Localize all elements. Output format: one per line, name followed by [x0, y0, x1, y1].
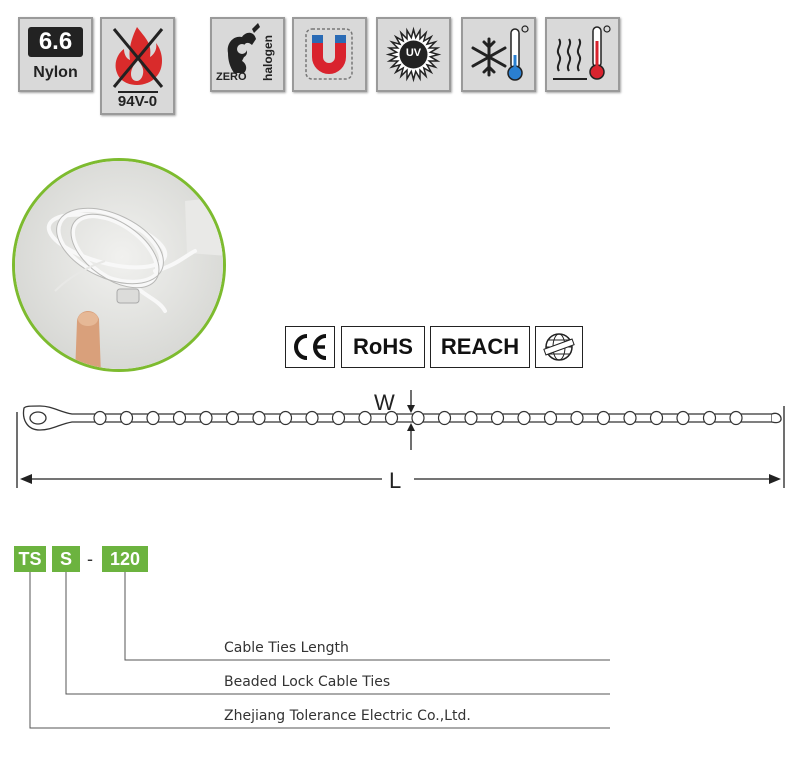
- magnet-icon: [305, 28, 353, 80]
- tie-bead: [543, 410, 558, 426]
- reach-label: REACH: [440, 334, 520, 359]
- uv-label: UV: [405, 47, 422, 59]
- tie-bead: [252, 410, 266, 426]
- cable-tie-drawing: [16, 390, 785, 488]
- reach-mark: REACH: [430, 326, 530, 368]
- crossed-flame-icon: [112, 27, 164, 93]
- tie-bead: [225, 410, 240, 426]
- flame-rating: 94V-0: [117, 93, 158, 110]
- tie-bead: [676, 410, 690, 426]
- rohs-label: RoHS: [353, 334, 413, 359]
- flame-retardant-badge: 94V-0: [100, 17, 175, 115]
- uv-resistant-badge: UV: [376, 17, 451, 92]
- tie-bead: [702, 410, 717, 426]
- tie-bead: [437, 410, 452, 426]
- tie-bead: [490, 410, 505, 426]
- tie-bead: [358, 410, 372, 426]
- length-code-box: 120: [102, 546, 148, 572]
- non-magnetic-badge: [292, 17, 367, 92]
- tie-bead: [146, 410, 160, 426]
- ce-mark-icon: [294, 334, 327, 360]
- tie-bead: [93, 410, 107, 426]
- rohs-mark: RoHS: [341, 326, 425, 368]
- tie-bead: [384, 410, 399, 426]
- series-code-box: TS: [14, 546, 46, 572]
- tie-bead: [278, 410, 293, 426]
- snowflake-thermometer-icon: [471, 25, 529, 81]
- product-photo: [12, 158, 226, 372]
- code-leader-lines: [29, 572, 610, 729]
- zero-label: ZERO: [216, 71, 247, 83]
- tie-bead: [649, 410, 664, 426]
- cold-resistant-badge: [461, 17, 536, 92]
- width-label: W: [374, 390, 395, 415]
- tie-bead: [411, 410, 425, 426]
- ce-mark: [285, 326, 335, 368]
- tie-bead: [729, 410, 743, 426]
- tie-bead: [464, 410, 478, 426]
- tie-bead: [596, 410, 611, 426]
- code-separator: -: [87, 549, 93, 569]
- tie-bead: [305, 410, 319, 426]
- tie-bead: [570, 410, 584, 426]
- length-label: L: [389, 468, 402, 493]
- tie-bead: [172, 410, 187, 426]
- type-code-box: S: [52, 546, 80, 572]
- globe-icon: [543, 333, 575, 361]
- nylon-label: Nylon: [33, 64, 78, 81]
- series-description: Zhejiang Tolerance Electric Co.,Ltd.: [224, 708, 471, 724]
- tie-bead: [517, 410, 531, 426]
- length-description: Cable Ties Length: [224, 640, 349, 656]
- uv-sun-icon: [385, 26, 442, 83]
- globe-certification-mark: [535, 326, 583, 368]
- type-description: Beaded Lock Cable Ties: [224, 674, 391, 690]
- tie-bead: [119, 410, 134, 426]
- tie-bead: [199, 410, 213, 426]
- nylon-grade: 6.6: [28, 27, 83, 57]
- hand-ok-icon: [227, 23, 260, 73]
- nylon-badge: 6.6 Nylon: [18, 17, 93, 92]
- zero-halogen-badge: ZERO halogen: [210, 17, 285, 92]
- heat-thermometer-icon: [553, 25, 611, 80]
- heat-resistant-badge: [545, 17, 620, 92]
- tie-bead: [623, 410, 637, 426]
- halogen-label: halogen: [261, 35, 275, 82]
- tie-bead: [331, 410, 346, 426]
